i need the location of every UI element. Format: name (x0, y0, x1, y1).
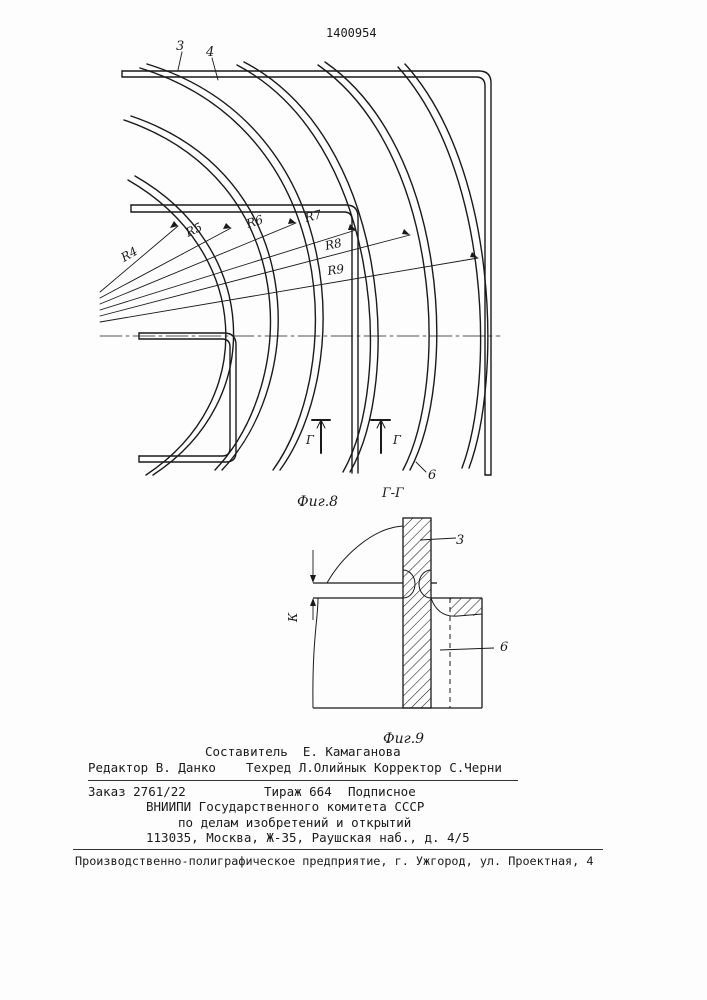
label-r8: R8 (323, 236, 344, 253)
radius-line-r5 (100, 228, 231, 298)
imprint-editors: Редактор В. Данко Техред Л.Олийнык Корре… (88, 760, 502, 775)
label-part-6: 6 (428, 468, 436, 483)
imprint-compiler: Составитель Е. Камаганова (205, 744, 401, 759)
radius-line-r4 (100, 226, 178, 292)
section-marker-right (371, 420, 390, 453)
figure-9-drawing (313, 518, 494, 708)
imprint-printer: Производственно-полиграфическое предприя… (75, 854, 593, 868)
label-r9: R9 (325, 262, 345, 278)
fig9-label-part-6: 6 (500, 640, 508, 655)
inner-frame-inner (139, 339, 230, 456)
break-line-top (327, 526, 403, 583)
imprint-org2: по делам изобретений и открытий (178, 815, 411, 830)
label-r5: R5 (182, 220, 204, 240)
label-r4: R4 (118, 244, 140, 265)
label-r6: R6 (244, 212, 265, 231)
fig9-label-k: К (286, 612, 300, 623)
part-6-hatched (450, 598, 482, 616)
radius-line-r8 (100, 235, 410, 316)
imprint-circulation: Тираж 664 (264, 784, 332, 799)
figure-9-section-title: Г-Г (381, 486, 404, 501)
label-part-4: 4 (205, 45, 214, 60)
label-part-3: 3 (176, 39, 184, 54)
imprint-address: 113035, Москва, Ж-35, Раушская наб., д. … (146, 830, 470, 845)
imprint-subscription: Подписное (348, 784, 416, 799)
fig9-label-part-3: 3 (456, 533, 464, 548)
imprint-org1: ВНИИПИ Государственного комитета СССР (146, 799, 424, 814)
part-3-hatched-bar (403, 518, 431, 708)
arc-r5 (124, 120, 270, 470)
break-line-left (313, 598, 318, 708)
arc-r9 (398, 67, 481, 468)
label-section-left: Г (305, 433, 315, 447)
section-marker-left (312, 420, 330, 453)
arc-r4 (128, 180, 226, 475)
label-r7: R7 (302, 207, 323, 225)
divider-bottom (73, 849, 603, 850)
arc-r7 (237, 65, 370, 472)
arc-r6 (140, 68, 315, 470)
outer-frame (122, 71, 491, 475)
imprint-order: Заказ 2761/22 (88, 784, 186, 799)
label-section-right: Г (392, 433, 402, 447)
radius-line-r7 (100, 230, 356, 310)
divider-top (88, 780, 518, 781)
figure-8-caption: Фиг.8 (297, 494, 338, 510)
inner-frame (139, 333, 236, 462)
